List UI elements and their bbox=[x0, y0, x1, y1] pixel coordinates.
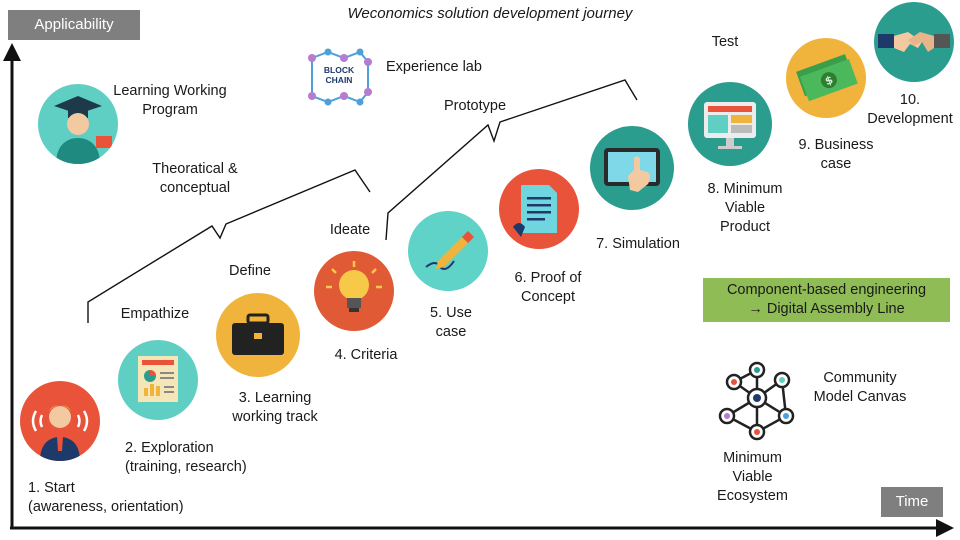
briefcase-icon bbox=[216, 293, 300, 377]
step-8-label: 8. Minimum Viable Product bbox=[707, 181, 783, 235]
phase-theoretical: Theoratical & conceptual bbox=[152, 161, 238, 196]
bracket-theoretical bbox=[87, 169, 371, 323]
pen-writing-icon bbox=[408, 211, 488, 291]
step-3-label: 3. Learning working track bbox=[232, 390, 318, 425]
diagram-title: Weconomics solution development journey bbox=[347, 5, 633, 22]
speaker-person-icon bbox=[20, 381, 100, 461]
time-axis-tag: Time bbox=[881, 487, 943, 517]
ecosystem-label: Minimum Viable Ecosystem bbox=[717, 450, 788, 504]
blockchain-logo: BLOCK CHAIN bbox=[304, 48, 374, 106]
bracket-prototype bbox=[385, 79, 638, 241]
phase-define: Define bbox=[229, 263, 271, 279]
step-1-label: 1. Start (awareness, orientation) bbox=[28, 480, 184, 515]
step-9-label: 9. Business case bbox=[798, 137, 874, 172]
step-7-label: 7. Simulation bbox=[596, 236, 680, 252]
phase-test: Test bbox=[711, 34, 739, 50]
handshake-icon bbox=[874, 2, 954, 82]
phase-prototype: Prototype bbox=[443, 98, 507, 114]
tablet-touch-icon bbox=[590, 126, 674, 210]
step-10-label: 10. Development bbox=[867, 92, 953, 127]
phase-empathize: Empathize bbox=[120, 306, 190, 322]
applicability-axis-tag: Applicability bbox=[8, 10, 140, 40]
graduate-icon bbox=[38, 84, 118, 164]
blockchain-logo-text: BLOCK CHAIN bbox=[323, 65, 355, 85]
lightbulb-icon bbox=[314, 251, 394, 331]
document-icon bbox=[499, 169, 579, 249]
monitor-icon bbox=[688, 82, 772, 166]
network-icon bbox=[712, 358, 802, 444]
experience-lab-label: Experience lab bbox=[386, 59, 482, 75]
step-4-label: 4. Criteria bbox=[334, 347, 398, 363]
learning-program-label: Learning Working Program bbox=[113, 83, 227, 118]
step-2-label: 2. Exploration (training, research) bbox=[125, 440, 247, 475]
component-engineering-box: Component-based engineering → Digital As… bbox=[703, 278, 950, 322]
money-icon: $ bbox=[786, 38, 866, 118]
phase-ideate: Ideate bbox=[329, 222, 371, 238]
step-6-label: 6. Proof of Concept bbox=[514, 270, 582, 305]
community-canvas-label: Community Model Canvas bbox=[813, 370, 907, 405]
svg-text:$: $ bbox=[823, 73, 835, 88]
newspaper-icon bbox=[118, 340, 198, 420]
step-5-label: 5. Use case bbox=[430, 305, 472, 340]
